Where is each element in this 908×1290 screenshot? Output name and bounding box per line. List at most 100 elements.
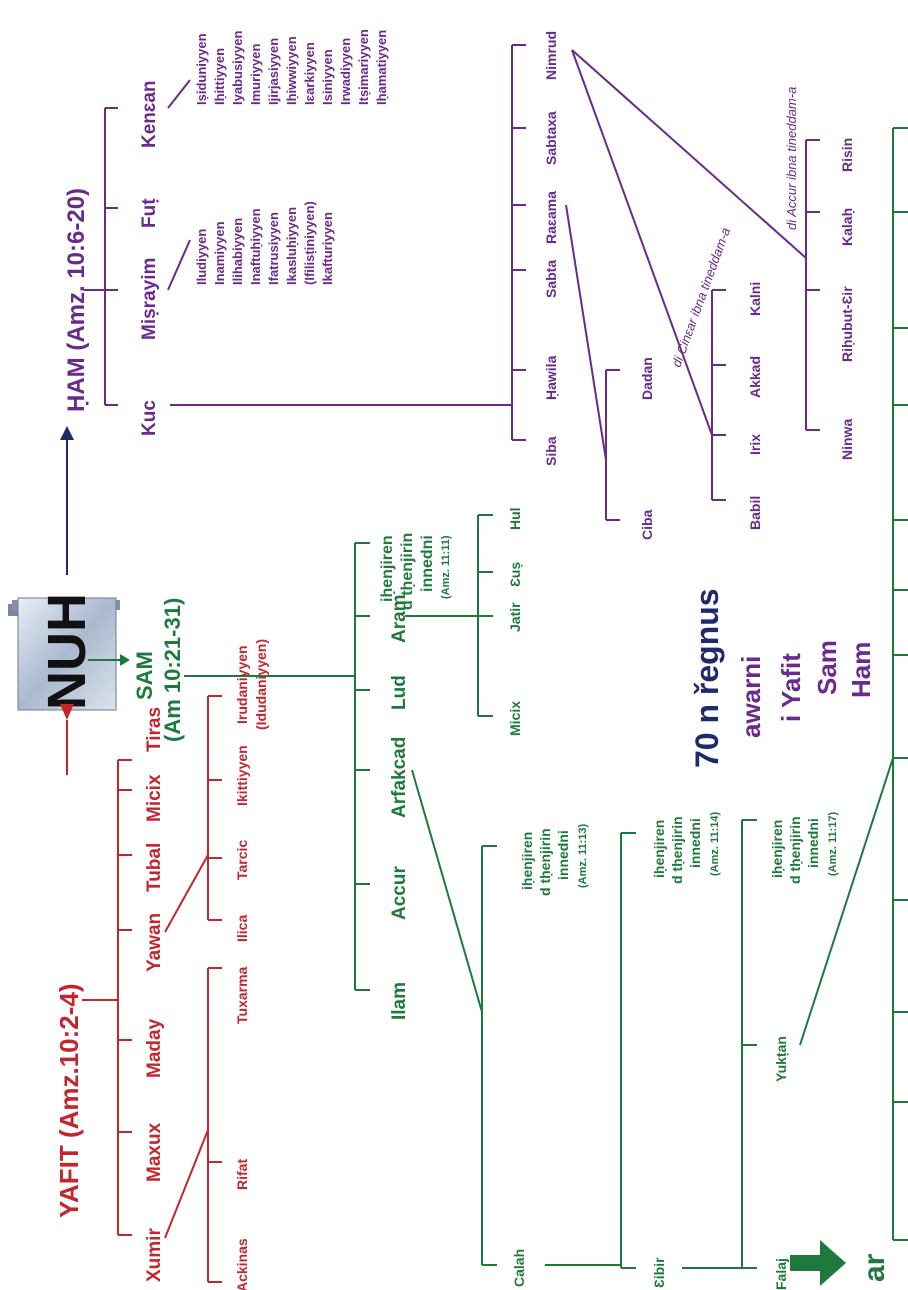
- svg-text:Itṣimariyyen: Itṣimariyyen: [356, 29, 371, 105]
- grandson: Nimrud: [543, 31, 559, 80]
- note-1117: iḥenjiren d tḥenjirin innedni (Amz. 11:1…: [769, 811, 839, 884]
- yafit-tree: [82, 695, 222, 1283]
- svg-text:Kalaḥ: Kalaḥ: [839, 208, 855, 246]
- grandson: Ikittiyyen: [234, 745, 250, 806]
- calah: Calah: [511, 1249, 527, 1287]
- grandson: Raɛama: [543, 191, 559, 244]
- aram-sons: Micix Jatir Ɛuṣ Hul: [507, 507, 523, 736]
- falaj: Falaj: [773, 1258, 789, 1290]
- svg-text:Ilihabiyyen: Ilihabiyyen: [230, 218, 245, 285]
- svg-text:d tḥenjirin: d tḥenjirin: [669, 816, 685, 884]
- grandson: Rifat: [234, 1159, 250, 1190]
- svg-text:Iyabusiyyen: Iyabusiyyen: [230, 31, 245, 105]
- ham-tree: [84, 44, 820, 521]
- svg-text:(Amz. 11:17): (Amz. 11:17): [827, 811, 839, 876]
- grandson: Tarcic: [234, 840, 250, 880]
- accur-note: di Accur ibna tineddam-a: [784, 87, 799, 230]
- yafit-title: YAFIT (Amz.10:2-4): [54, 983, 84, 1218]
- yafit-son: Micix: [144, 774, 165, 822]
- svg-text:innedni: innedni: [687, 818, 703, 868]
- nuh-label: NUH: [37, 593, 97, 710]
- grandson: Tuxarma: [234, 966, 250, 1024]
- misrayim-sons: Iludiyyen Inamiyyen Ilihabiyyen Inaftuḥi…: [194, 201, 335, 285]
- svg-text:Irwadiyyen: Irwadiyyen: [338, 38, 353, 105]
- svg-text:Ninwa: Ninwa: [839, 419, 855, 460]
- yafit-son: Yawan: [144, 913, 165, 972]
- sam-son: Accur: [389, 866, 410, 920]
- svg-text:Iḥamatiyyen: Iḥamatiyyen: [374, 30, 389, 105]
- grandson: Siba: [543, 436, 559, 466]
- yafit-son: Tiras: [144, 707, 165, 752]
- svg-text:Irix: Irix: [747, 434, 763, 455]
- grandson: Ilica: [234, 915, 250, 942]
- sam-son: Lud: [389, 675, 410, 710]
- svg-text:awarni: awarni: [736, 656, 766, 738]
- grandson: Micix: [507, 701, 523, 736]
- sam-son: Ilam: [389, 982, 410, 1020]
- svg-text:Imuriyyen: Imuriyyen: [248, 44, 263, 105]
- eibir: Ɛibir: [651, 1257, 667, 1288]
- svg-text:iḥenjiren: iḥenjiren: [379, 535, 396, 602]
- svg-text:i Yafit: i Yafit: [776, 653, 806, 722]
- grandson: Ackinas: [234, 1238, 250, 1290]
- svg-text:Ikafturiyyen: Ikafturiyyen: [320, 212, 335, 285]
- sam-title: SAM: [132, 651, 157, 700]
- svg-text:(Amz. 11:14): (Amz. 11:14): [709, 811, 721, 876]
- svg-text:innedni: innedni: [555, 830, 571, 880]
- xumir-sons: Ackinas Rifat Tuxarma: [234, 966, 250, 1290]
- sam-son: Aram: [389, 594, 410, 643]
- arrow-to-sam: [88, 654, 130, 666]
- svg-text:Ham: Ham: [846, 642, 876, 698]
- svg-text:Inaftuḥiyyen: Inaftuḥiyyen: [248, 208, 263, 285]
- svg-text:d tḥenjirin: d tḥenjirin: [537, 828, 553, 896]
- kenean-sons: Iṣiduniyyen Iḥittiyyen Iyabusiyyen Imuri…: [194, 29, 389, 105]
- svg-text:Iɛarkiyyen: Iɛarkiyyen: [302, 42, 317, 105]
- svg-text:70 n řegnus: 70 n řegnus: [689, 588, 725, 768]
- yafit-son: Tubal: [144, 843, 165, 892]
- cinear-cities: Babil Irix Akkad Kalni: [747, 282, 763, 530]
- sam-ref: (Am 10:21-31): [160, 598, 185, 742]
- svg-text:Iḥiwwiyyen: Iḥiwwiyyen: [284, 36, 299, 105]
- svg-text:(Amz. 11:13): (Amz. 11:13): [577, 823, 589, 888]
- yafit-son: Maxux: [144, 1122, 165, 1182]
- svg-text:Iḥittiyyen: Iḥittiyyen: [212, 48, 227, 105]
- svg-text:Ikasluḥiyyen: Ikasluḥiyyen: [284, 207, 299, 285]
- svg-text:Kalni: Kalni: [747, 282, 763, 316]
- nuh-box: NUH: [8, 593, 120, 711]
- yawan-sons: Ilica Tarcic Ikittiyyen Irudaniyyen (Idu…: [234, 639, 269, 942]
- ham-son: Kuc: [139, 400, 160, 436]
- sam-other-note: iḥenjiren d tḥenjirin innedni (Amz. 11:1…: [379, 533, 452, 610]
- note-1113: iḥenjiren d tḥenjirin innedni (Amz. 11:1…: [519, 823, 589, 896]
- yafit-son: Xumir: [144, 1228, 165, 1282]
- kuc-sons: Siba Ḥawila Sabta Raɛama Sabtaxa Nimrud: [543, 31, 559, 466]
- grandson: Hul: [507, 507, 523, 530]
- svg-text:innedni: innedni: [805, 818, 821, 868]
- yafit-son: Maday: [144, 1018, 165, 1078]
- arrow-to-ham: [60, 426, 74, 575]
- sam-line: Calah Ɛibir Falaj Yukṭan: [511, 1036, 789, 1290]
- svg-text:Sam: Sam: [812, 640, 842, 695]
- accur-cities: Ninwa Riḥubut-Ɛir Kalaḥ Risin: [839, 138, 855, 460]
- ham-son: Miṣrayim: [139, 258, 160, 340]
- svg-text:Inamiyyen: Inamiyyen: [212, 221, 227, 285]
- cinear-note: di Cinɛar ibna tineddam-a: [669, 225, 733, 369]
- svg-text:Riḥubut-Ɛir: Riḥubut-Ɛir: [839, 286, 855, 362]
- svg-text:iḥenjiren: iḥenjiren: [769, 820, 785, 878]
- arrow-to-yafit: [60, 704, 74, 775]
- grandson: Sabtaxa: [543, 111, 559, 165]
- svg-text:Isiniyyen: Isiniyyen: [320, 49, 335, 105]
- svg-text:Iṣiduniyyen: Iṣiduniyyen: [194, 33, 209, 105]
- sam-sons: Ilam Accur Arfakcad Lud Aram: [389, 594, 410, 1020]
- yuktan: Yukṭan: [773, 1036, 789, 1082]
- svg-text:d tḥenjirin: d tḥenjirin: [399, 533, 416, 610]
- ar-label: ar: [858, 1253, 891, 1282]
- svg-text:Ijirjasiyyen: Ijirjasiyyen: [266, 38, 281, 105]
- grandson: Sabta: [543, 260, 559, 298]
- note-1114: iḥenjiren d tḥenjirin innedni (Amz. 11:1…: [651, 811, 721, 884]
- svg-text:Iludiyyen: Iludiyyen: [194, 229, 209, 285]
- sam-son: Arfakcad: [389, 737, 410, 818]
- svg-text:iḥenjiren: iḥenjiren: [651, 820, 667, 878]
- sam-tree: [184, 127, 908, 1269]
- ham-son: Kenɛan: [139, 80, 160, 148]
- svg-text:(Amz. 11:11): (Amz. 11:11): [440, 535, 452, 599]
